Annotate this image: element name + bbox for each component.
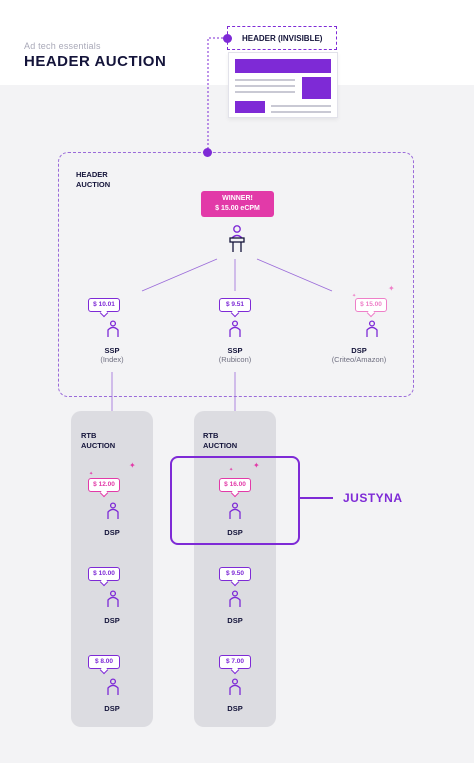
sparkle-icon: ✦ bbox=[229, 467, 234, 473]
webpage-illustration bbox=[228, 52, 338, 118]
header-invisible-label: HEADER (INVISIBLE) bbox=[242, 34, 323, 43]
rtb-left-bid-price: $ 8.00 bbox=[88, 655, 120, 669]
header-connector bbox=[207, 37, 223, 152]
webpage-side-block bbox=[302, 77, 331, 99]
line-winner-right bbox=[256, 258, 333, 292]
ssp-rubicon-sub: (Rubicon) bbox=[218, 355, 252, 364]
ssp-rubicon-person-icon bbox=[229, 320, 241, 337]
dsp-name: DSP bbox=[104, 616, 120, 625]
ssp-rubicon-price-tag: $ 9.51 bbox=[219, 298, 251, 312]
webpage-text-line bbox=[235, 85, 295, 87]
sparkle-icon: ✦ bbox=[253, 461, 260, 470]
webpage-text-line bbox=[235, 91, 295, 93]
rtb-left-bid-price: $ 12.00 bbox=[88, 478, 120, 492]
dsp-person-icon bbox=[107, 502, 119, 519]
dsp-person-icon bbox=[107, 590, 119, 607]
sparkle-icon: ✦ bbox=[352, 293, 357, 299]
dsp-criteo-name: DSP bbox=[351, 346, 367, 355]
rtb-left-bid-price: $ 10.00 bbox=[88, 567, 120, 581]
header-auction-area bbox=[58, 152, 414, 397]
dsp-person-icon bbox=[229, 590, 241, 607]
winner-badge: WINNER! $ 15.00 eCPM bbox=[201, 191, 274, 217]
highlight-box bbox=[170, 456, 300, 545]
dsp-name: DSP bbox=[227, 528, 243, 537]
dsp-name: DSP bbox=[227, 616, 243, 625]
ssp-rubicon-name: SSP bbox=[227, 346, 243, 355]
sparkle-icon: ✦ bbox=[388, 284, 395, 293]
rtb-right-bid-price: $ 9.50 bbox=[219, 567, 251, 581]
dsp-name: DSP bbox=[104, 704, 120, 713]
dsp-person-icon bbox=[107, 678, 119, 695]
webpage-text-line bbox=[235, 79, 295, 81]
webpage-bottom-block bbox=[235, 101, 265, 113]
dsp-criteo-sub: (Criteo/Amazon) bbox=[331, 355, 387, 364]
ssp-index-name: SSP bbox=[104, 346, 120, 355]
rtb-left-label: RTB AUCTION bbox=[81, 431, 116, 450]
header-auction-label: HEADER AUCTION bbox=[76, 170, 111, 189]
webpage-banner-block bbox=[235, 59, 331, 73]
sparkle-icon: ✦ bbox=[129, 461, 136, 470]
sparkle-icon: ✦ bbox=[89, 471, 94, 477]
dsp-name: DSP bbox=[227, 704, 243, 713]
rtb-right-bid-price: $ 7.00 bbox=[219, 655, 251, 669]
dsp-name: DSP bbox=[104, 528, 120, 537]
header-dot bbox=[223, 34, 232, 43]
ssp-index-person-icon bbox=[107, 320, 119, 337]
header-auction-dot bbox=[203, 148, 212, 157]
subtitle: Ad tech essentials bbox=[24, 41, 101, 51]
ssp-index-price-tag: $ 10.01 bbox=[88, 298, 120, 312]
auctioneer-icon bbox=[229, 225, 245, 252]
rtb-right-label: RTB AUCTION bbox=[203, 431, 238, 450]
webpage-text-line bbox=[271, 111, 331, 113]
ssp-index-sub: (Index) bbox=[100, 355, 124, 364]
dsp-criteo-price-tag: $ 15.00 bbox=[355, 298, 387, 312]
dsp-person-icon bbox=[229, 502, 241, 519]
page-title: HEADER AUCTION bbox=[24, 53, 167, 70]
dsp-person-icon bbox=[229, 678, 241, 695]
dsp-criteo-person-icon bbox=[366, 320, 378, 337]
line-winner-left bbox=[141, 258, 218, 292]
webpage-text-line bbox=[271, 105, 331, 107]
callout-label: JUSTYNA bbox=[343, 491, 403, 505]
header-invisible-box bbox=[227, 26, 337, 50]
rtb-right-bid-price: $ 16.00 bbox=[219, 478, 251, 492]
